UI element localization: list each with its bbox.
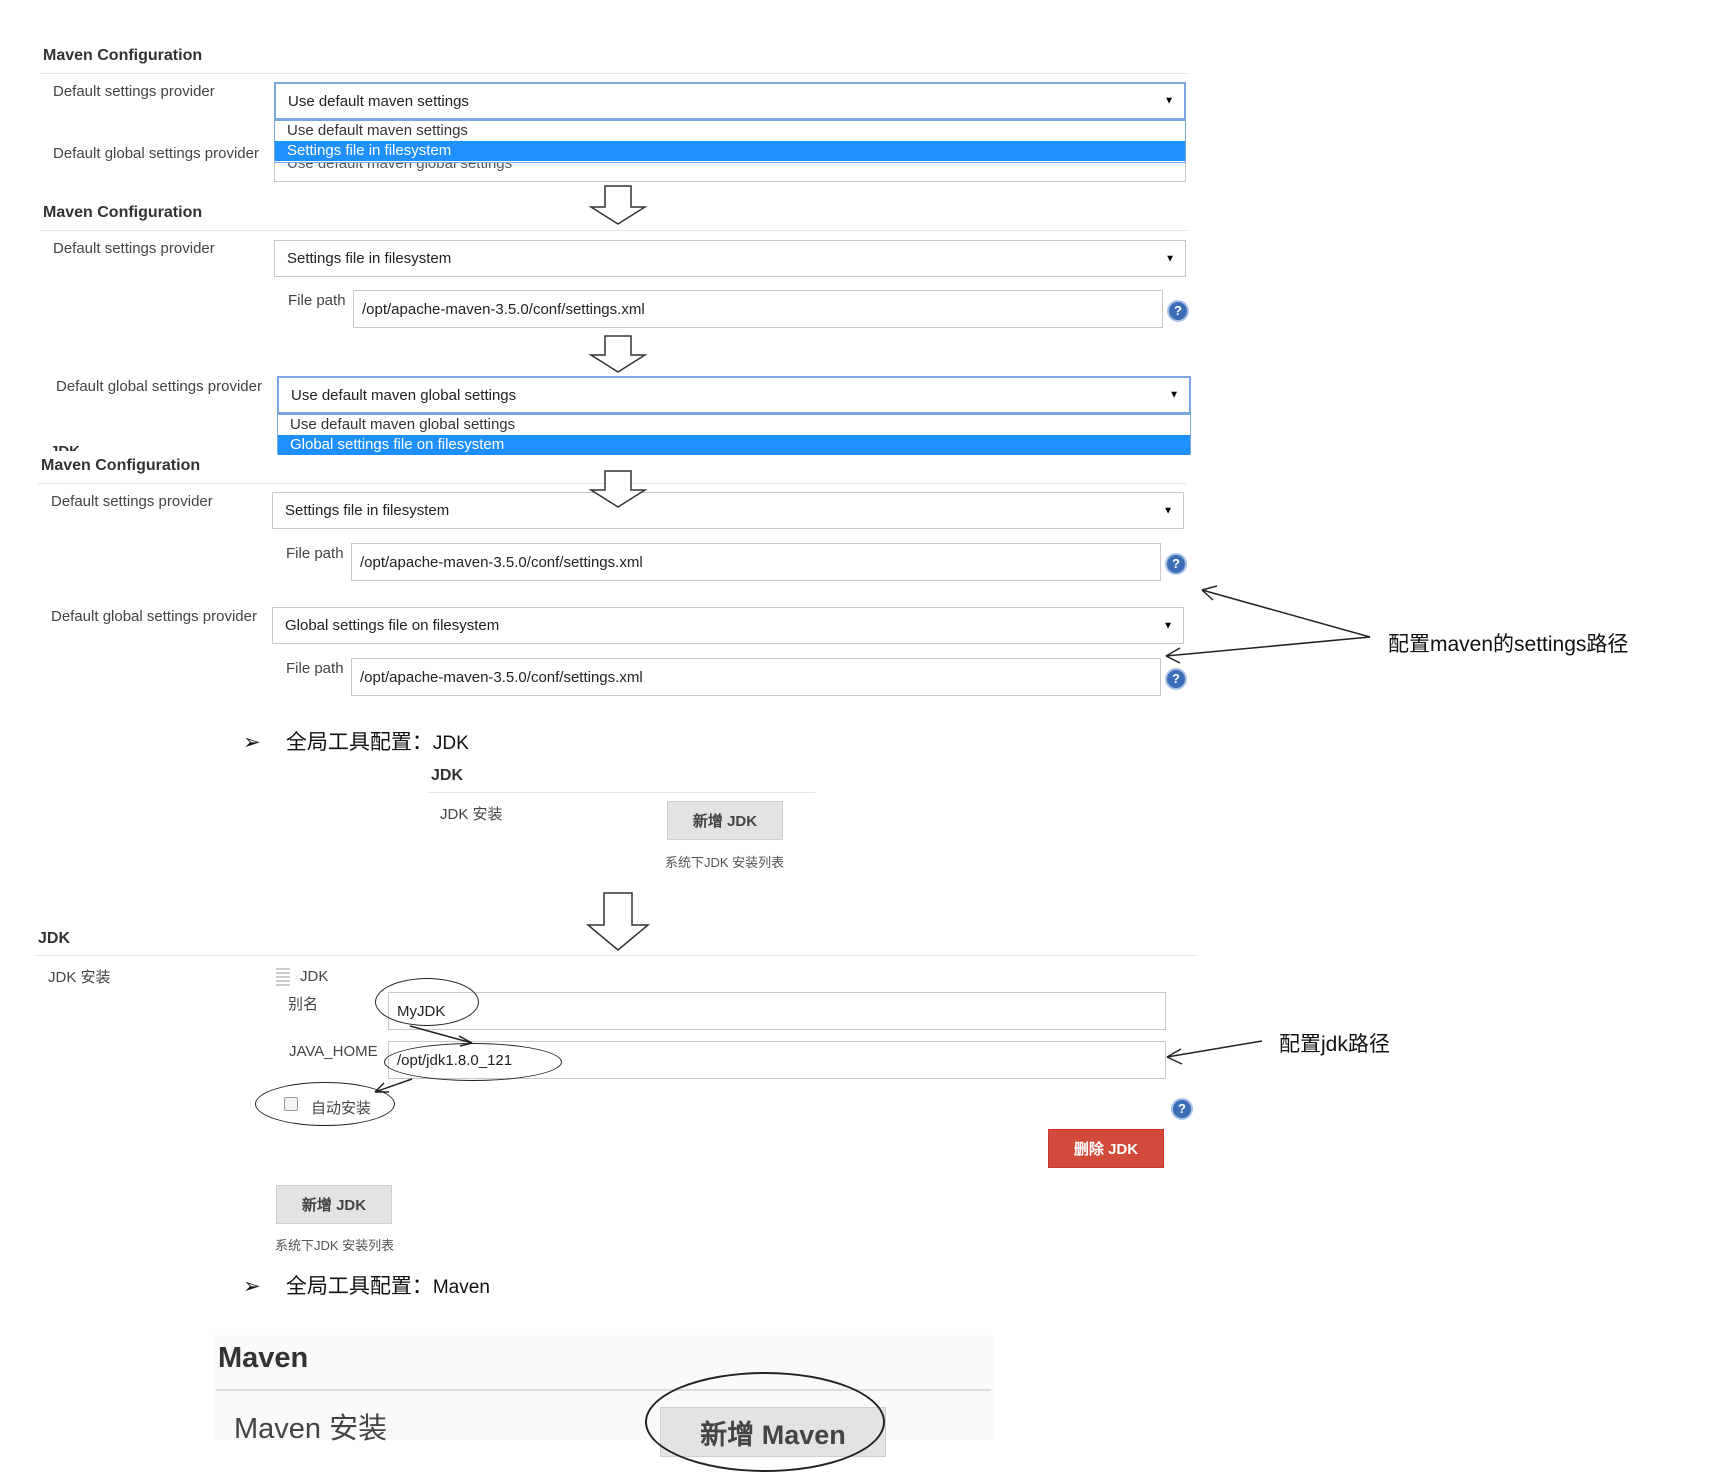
chevron-down-icon: ▼ — [1163, 620, 1173, 631]
delete-jdk-button[interactable]: 删除 JDK — [1048, 1129, 1164, 1168]
bullet-maven-suffix: Maven — [432, 1277, 490, 1298]
bullet-jdk-suffix: JDK — [432, 733, 469, 754]
maven-panel-title: Maven — [218, 1342, 309, 1374]
panel3-dropdown-list: Use default maven global settings Global… — [277, 414, 1191, 455]
annotation-jdk-path: 配置jdk路径 — [1279, 1033, 1390, 1056]
chevron-down-icon: ▼ — [1169, 389, 1179, 401]
panel1-default-settings-value: Use default maven settings — [288, 92, 469, 110]
bullet-icon: ➢ — [243, 730, 261, 754]
panel2-default-settings-value: Settings file in filesystem — [287, 250, 452, 267]
highlight-oval-java-home — [384, 1043, 562, 1081]
jdk-alias-label: 别名 — [288, 996, 319, 1013]
chevron-down-icon: ▼ — [1165, 253, 1175, 264]
help-icon[interactable]: ? — [1165, 553, 1187, 575]
jdk-large-title: JDK — [38, 930, 71, 947]
panel1-default-settings-select[interactable]: Use default maven settings ▼ — [274, 82, 1186, 120]
panel4-title: Maven Configuration — [41, 457, 201, 474]
panel1-dropdown-list: Use default maven settings Settings file… — [274, 120, 1186, 163]
panel3-cut-jdk-title: JDK — [50, 443, 80, 451]
drag-handle-icon[interactable] — [276, 968, 290, 986]
panel2-default-settings-select[interactable]: Settings file in filesystem ▼ — [274, 240, 1186, 277]
bullet-icon: ➢ — [243, 1274, 261, 1298]
down-arrow-icon — [588, 335, 648, 373]
panel4-global-file-path-input[interactable]: /opt/apache-maven-3.5.0/conf/settings.xm… — [351, 658, 1161, 696]
dropdown-option-selected[interactable]: Settings file in filesystem — [275, 141, 1185, 161]
panel2-divider — [40, 230, 1188, 231]
panel2-default-settings-label: Default settings provider — [53, 240, 215, 257]
panel2-title: Maven Configuration — [43, 204, 203, 221]
jdk-large-add-button[interactable]: 新增 JDK — [276, 1185, 392, 1224]
panel4-global-settings-select[interactable]: Global settings file on filesystem ▼ — [272, 607, 1184, 644]
bullet-maven: ➢ 全局工具配置：Maven — [243, 1270, 490, 1300]
bullet-jdk: ➢ 全局工具配置：JDK — [243, 726, 469, 756]
panel4-global-file-path-label: File path — [286, 660, 344, 677]
bullet-maven-prefix: 全局工具配置： — [285, 1274, 433, 1298]
panel1-default-settings-label: Default settings provider — [53, 83, 215, 100]
panel3-global-settings-label: Default global settings provider — [56, 378, 262, 395]
down-arrow-icon — [588, 185, 648, 225]
bullet-jdk-prefix: 全局工具配置： — [285, 730, 433, 754]
pointer-arrow-icon — [374, 585, 1371, 1093]
panel4-global-settings-value: Global settings file on filesystem — [285, 617, 500, 634]
jdk-small-list-caption: 系统下JDK 安装列表 — [665, 855, 785, 870]
help-icon[interactable]: ? — [1171, 1098, 1193, 1120]
panel4-global-settings-label: Default global settings provider — [51, 608, 257, 625]
down-arrow-icon — [585, 892, 651, 951]
panel1-title: Maven Configuration — [43, 47, 203, 64]
dropdown-option[interactable]: Use default maven global settings — [290, 416, 516, 433]
panel1-global-settings-label: Default global settings provider — [53, 145, 259, 162]
highlight-oval-alias — [375, 978, 479, 1026]
panel4-default-settings-select[interactable]: Settings file in filesystem ▼ — [272, 492, 1184, 529]
help-icon[interactable]: ? — [1165, 668, 1187, 690]
jdk-small-add-button[interactable]: 新增 JDK — [667, 801, 783, 840]
chevron-down-icon: ▼ — [1163, 505, 1173, 516]
jdk-large-install-label: JDK 安装 — [48, 969, 111, 986]
jdk-large-list-caption: 系统下JDK 安装列表 — [275, 1238, 395, 1253]
jdk-small-title: JDK — [431, 767, 464, 784]
panel1-divider — [40, 73, 1188, 74]
panel2-file-path-label: File path — [288, 292, 346, 309]
chevron-down-icon: ▼ — [1164, 95, 1174, 107]
panel3-global-settings-select[interactable]: Use default maven global settings ▼ — [277, 376, 1191, 414]
down-arrow-icon — [588, 470, 648, 508]
help-icon[interactable]: ? — [1167, 300, 1189, 322]
panel4-default-settings-label: Default settings provider — [51, 493, 213, 510]
jdk-java-home-label: JAVA_HOME — [289, 1043, 378, 1060]
annotation-arrows — [374, 185, 1371, 1093]
panel2-file-path-input[interactable]: /opt/apache-maven-3.5.0/conf/settings.xm… — [353, 290, 1163, 328]
dropdown-option-selected[interactable]: Global settings file on filesystem — [278, 435, 1190, 455]
jdk-small-install-label: JDK 安装 — [440, 806, 503, 823]
panel4-file-path-input[interactable]: /opt/apache-maven-3.5.0/conf/settings.xm… — [351, 543, 1161, 581]
maven-panel-divider — [216, 1389, 991, 1391]
jdk-entry-header: JDK — [300, 968, 329, 985]
panel4-file-path-label: File path — [286, 545, 344, 562]
highlight-oval-auto-install — [255, 1082, 395, 1126]
annotation-maven-settings: 配置maven的settings路径 — [1388, 633, 1629, 656]
panel4-default-settings-value: Settings file in filesystem — [285, 502, 450, 519]
jdk-small-divider — [428, 792, 815, 793]
panel3-global-settings-value: Use default maven global settings — [291, 386, 517, 404]
jdk-large-divider — [36, 955, 1196, 956]
dropdown-option[interactable]: Use default maven settings — [287, 122, 468, 139]
